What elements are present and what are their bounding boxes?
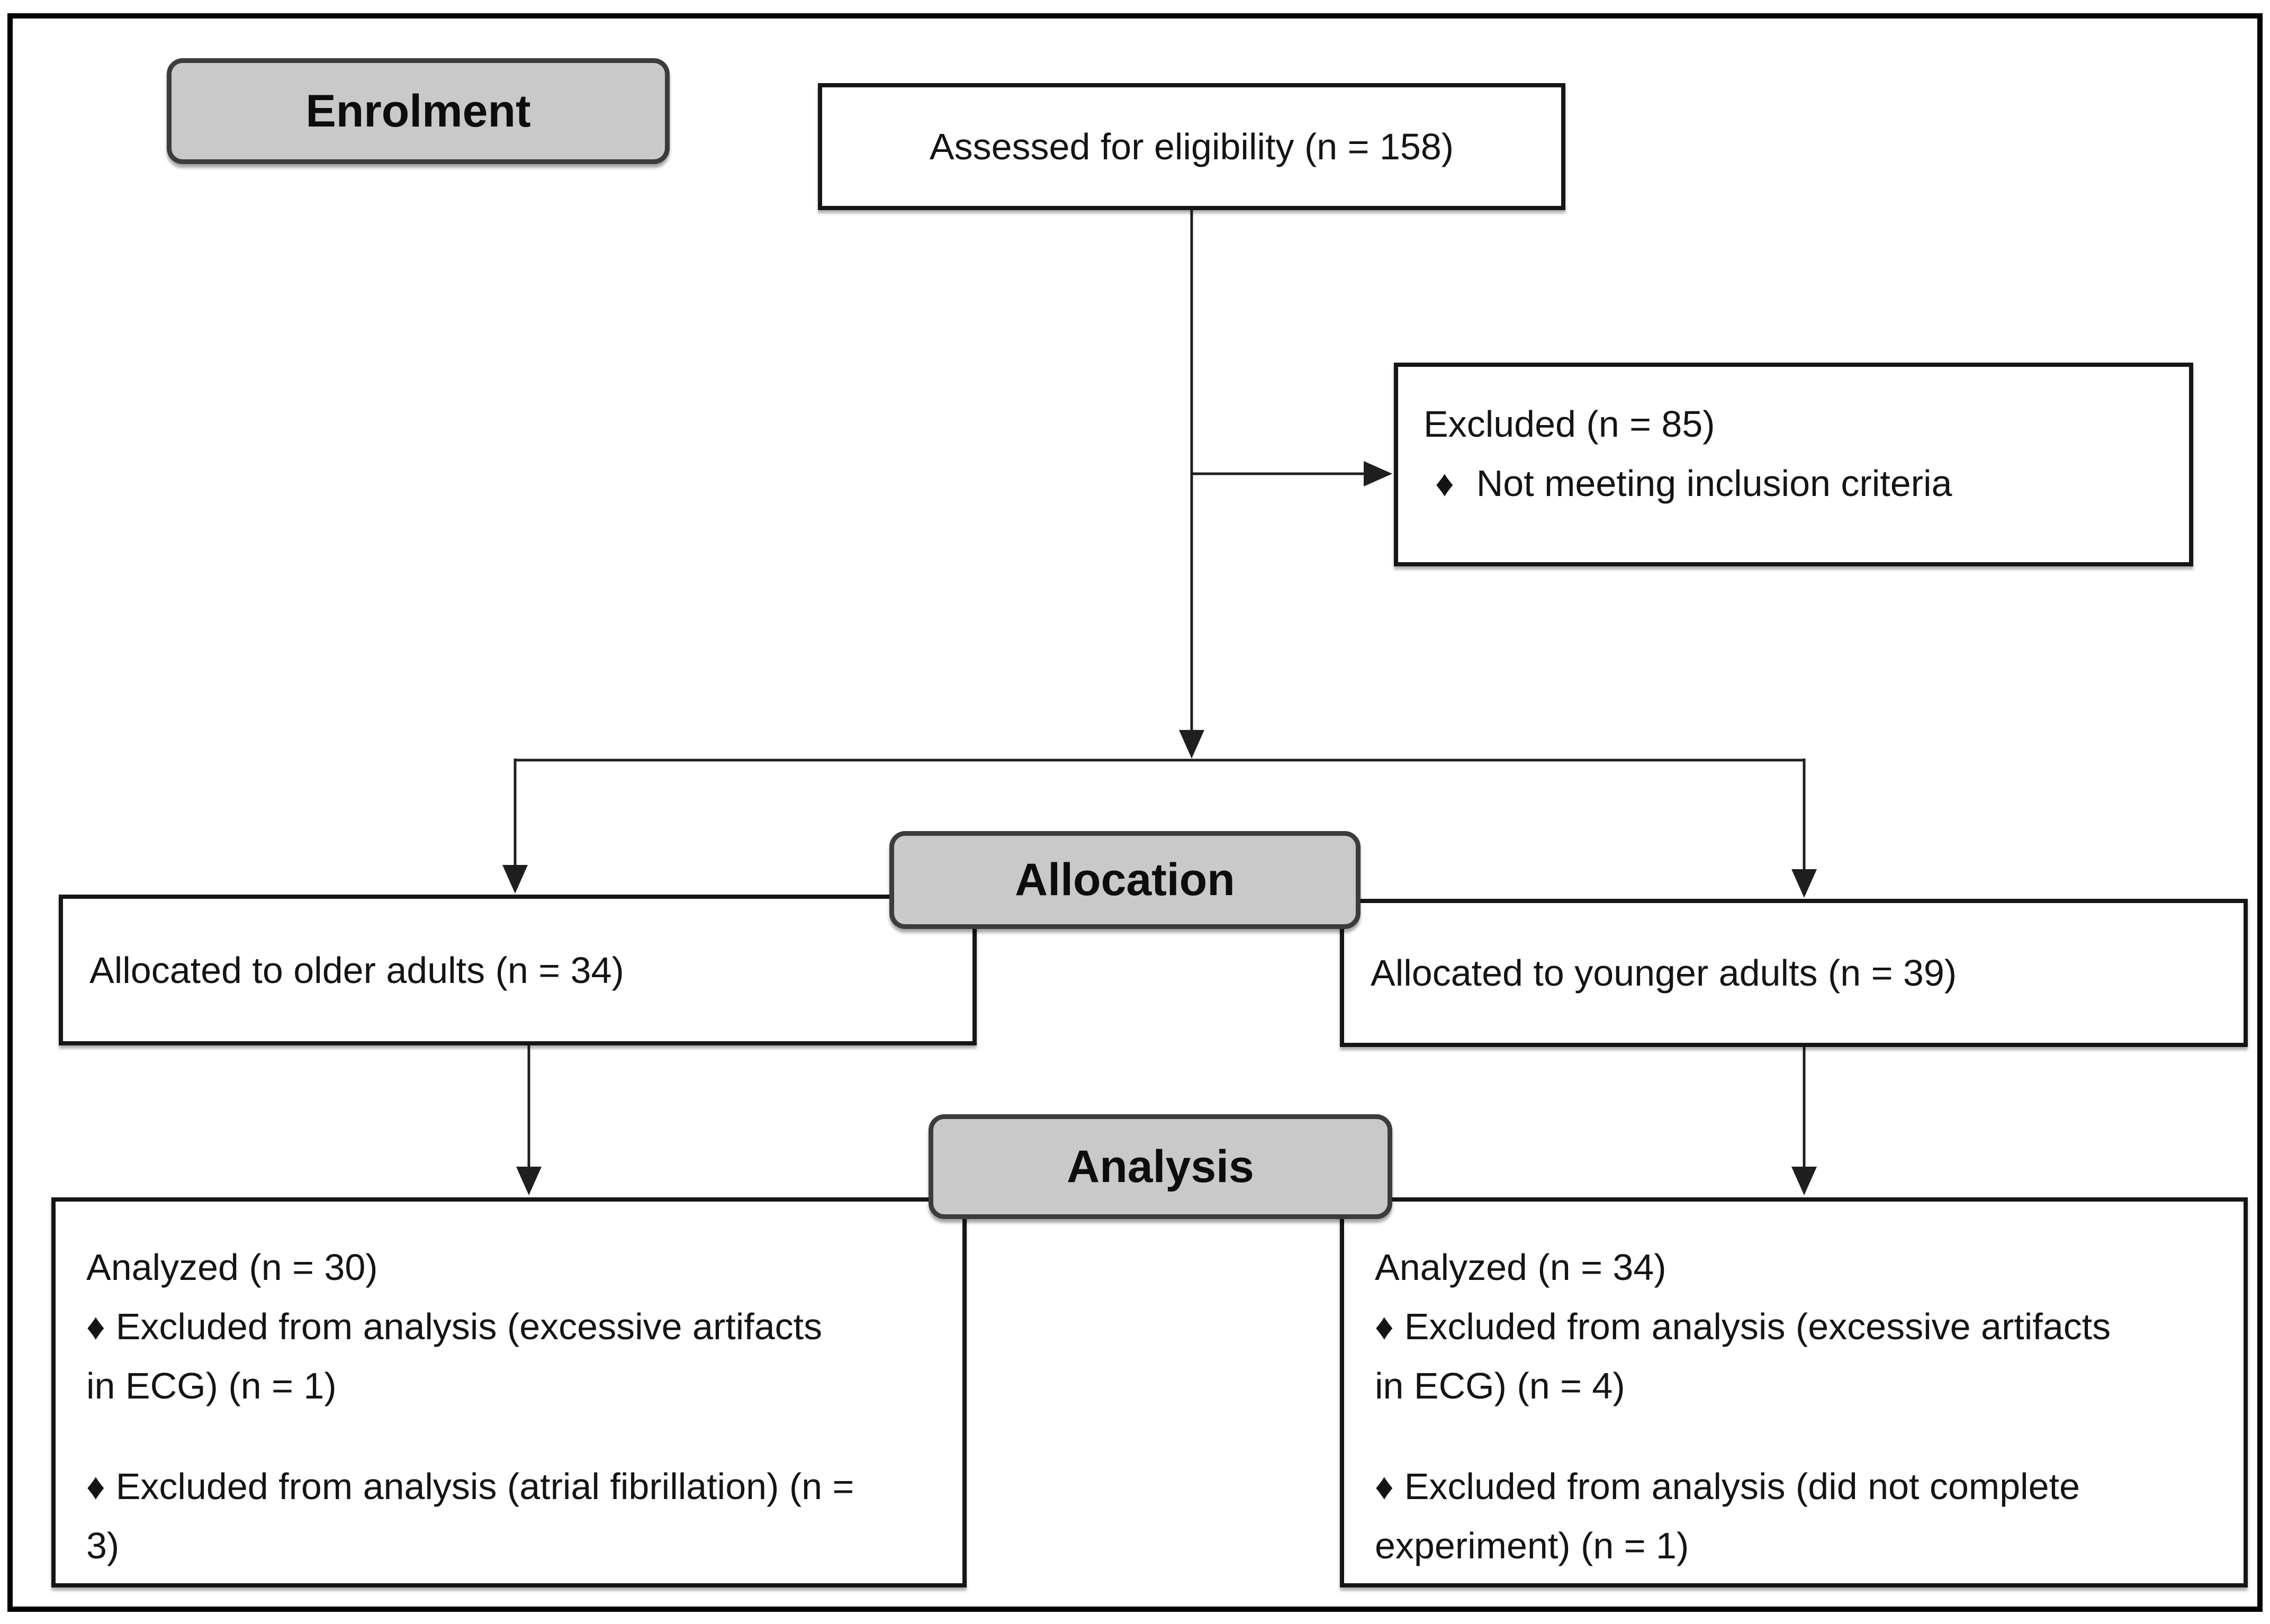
diamond-bullet-icon: ♦ — [86, 1306, 105, 1347]
excluded-bullet-row: ♦ Not meeting inclusion criteria — [1435, 454, 2168, 513]
analyzed-older-bullet-1-text: Excluded from analysis (excessive artifa… — [86, 1306, 823, 1406]
allocated-older-adults-box: Allocated to older adults (n = 34) — [59, 895, 977, 1045]
analyzed-younger-adults-box: Analyzed (n = 34) ♦Excluded from analysi… — [1340, 1197, 2248, 1587]
outer-frame — [7, 13, 2263, 1612]
stage-label-enrolment: Enrolment — [167, 58, 670, 164]
allocated-older-text: Allocated to older adults (n = 34) — [89, 949, 624, 991]
diamond-bullet-icon: ♦ — [1435, 463, 1454, 504]
allocated-younger-adults-box: Allocated to younger adults (n = 39) — [1340, 899, 2248, 1047]
excluded-title: Excluded (n = 85) — [1424, 403, 1715, 445]
analyzed-younger-bullet-1: ♦Excluded from analysis (excessive artif… — [1375, 1297, 2222, 1415]
arrowhead-older-analysis-icon — [516, 1167, 542, 1195]
arrowhead-center-down-icon — [1179, 730, 1204, 759]
stage-label-analysis: Analysis — [929, 1114, 1392, 1219]
excluded-box: Excluded (n = 85) ♦ Not meeting inclusion… — [1394, 363, 2193, 566]
enrolment-label-text: Enrolment — [305, 85, 531, 137]
analyzed-younger-bullet-2-text: Excluded from analysis (did not complete… — [1375, 1466, 2080, 1566]
analyzed-younger-bullet-1-text: Excluded from analysis (excessive artifa… — [1375, 1306, 2111, 1406]
analysis-label-text: Analysis — [1067, 1141, 1254, 1192]
allocated-younger-text: Allocated to younger adults (n = 39) — [1371, 952, 1957, 994]
diamond-bullet-icon: ♦ — [86, 1466, 105, 1507]
analyzed-younger-bullet-2: ♦Excluded from analysis (did not complet… — [1375, 1457, 2222, 1575]
analyzed-older-bullet-2: ♦Excluded from analysis (atrial fibrilla… — [86, 1457, 941, 1575]
analyzed-older-bullet-1: ♦Excluded from analysis (excessive artif… — [86, 1297, 941, 1415]
assessed-for-eligibility-box: Assessed for eligibility (n = 158) — [818, 83, 1565, 210]
stage-label-allocation: Allocation — [889, 831, 1361, 929]
analyzed-older-bullet-2-text: Excluded from analysis (atrial fibrillat… — [86, 1466, 854, 1566]
diamond-bullet-icon: ♦ — [1375, 1306, 1394, 1347]
analyzed-older-adults-box: Analyzed (n = 30) ♦Excluded from analysi… — [51, 1197, 967, 1587]
arrowhead-younger-analysis-icon — [1791, 1167, 1817, 1195]
diamond-bullet-icon: ♦ — [1375, 1466, 1394, 1507]
assessed-text: Assessed for eligibility (n = 158) — [929, 126, 1454, 167]
arrowhead-right-alloc-icon — [1791, 869, 1817, 898]
excluded-bullet-text: Not meeting inclusion criteria — [1476, 463, 1952, 504]
arrowhead-excluded-right-icon — [1364, 461, 1392, 486]
analyzed-older-title: Analyzed (n = 30) — [86, 1247, 378, 1288]
analyzed-younger-title: Analyzed (n = 34) — [1375, 1247, 1667, 1288]
allocation-label-text: Allocation — [1015, 854, 1235, 905]
arrowhead-left-alloc-icon — [502, 865, 528, 894]
